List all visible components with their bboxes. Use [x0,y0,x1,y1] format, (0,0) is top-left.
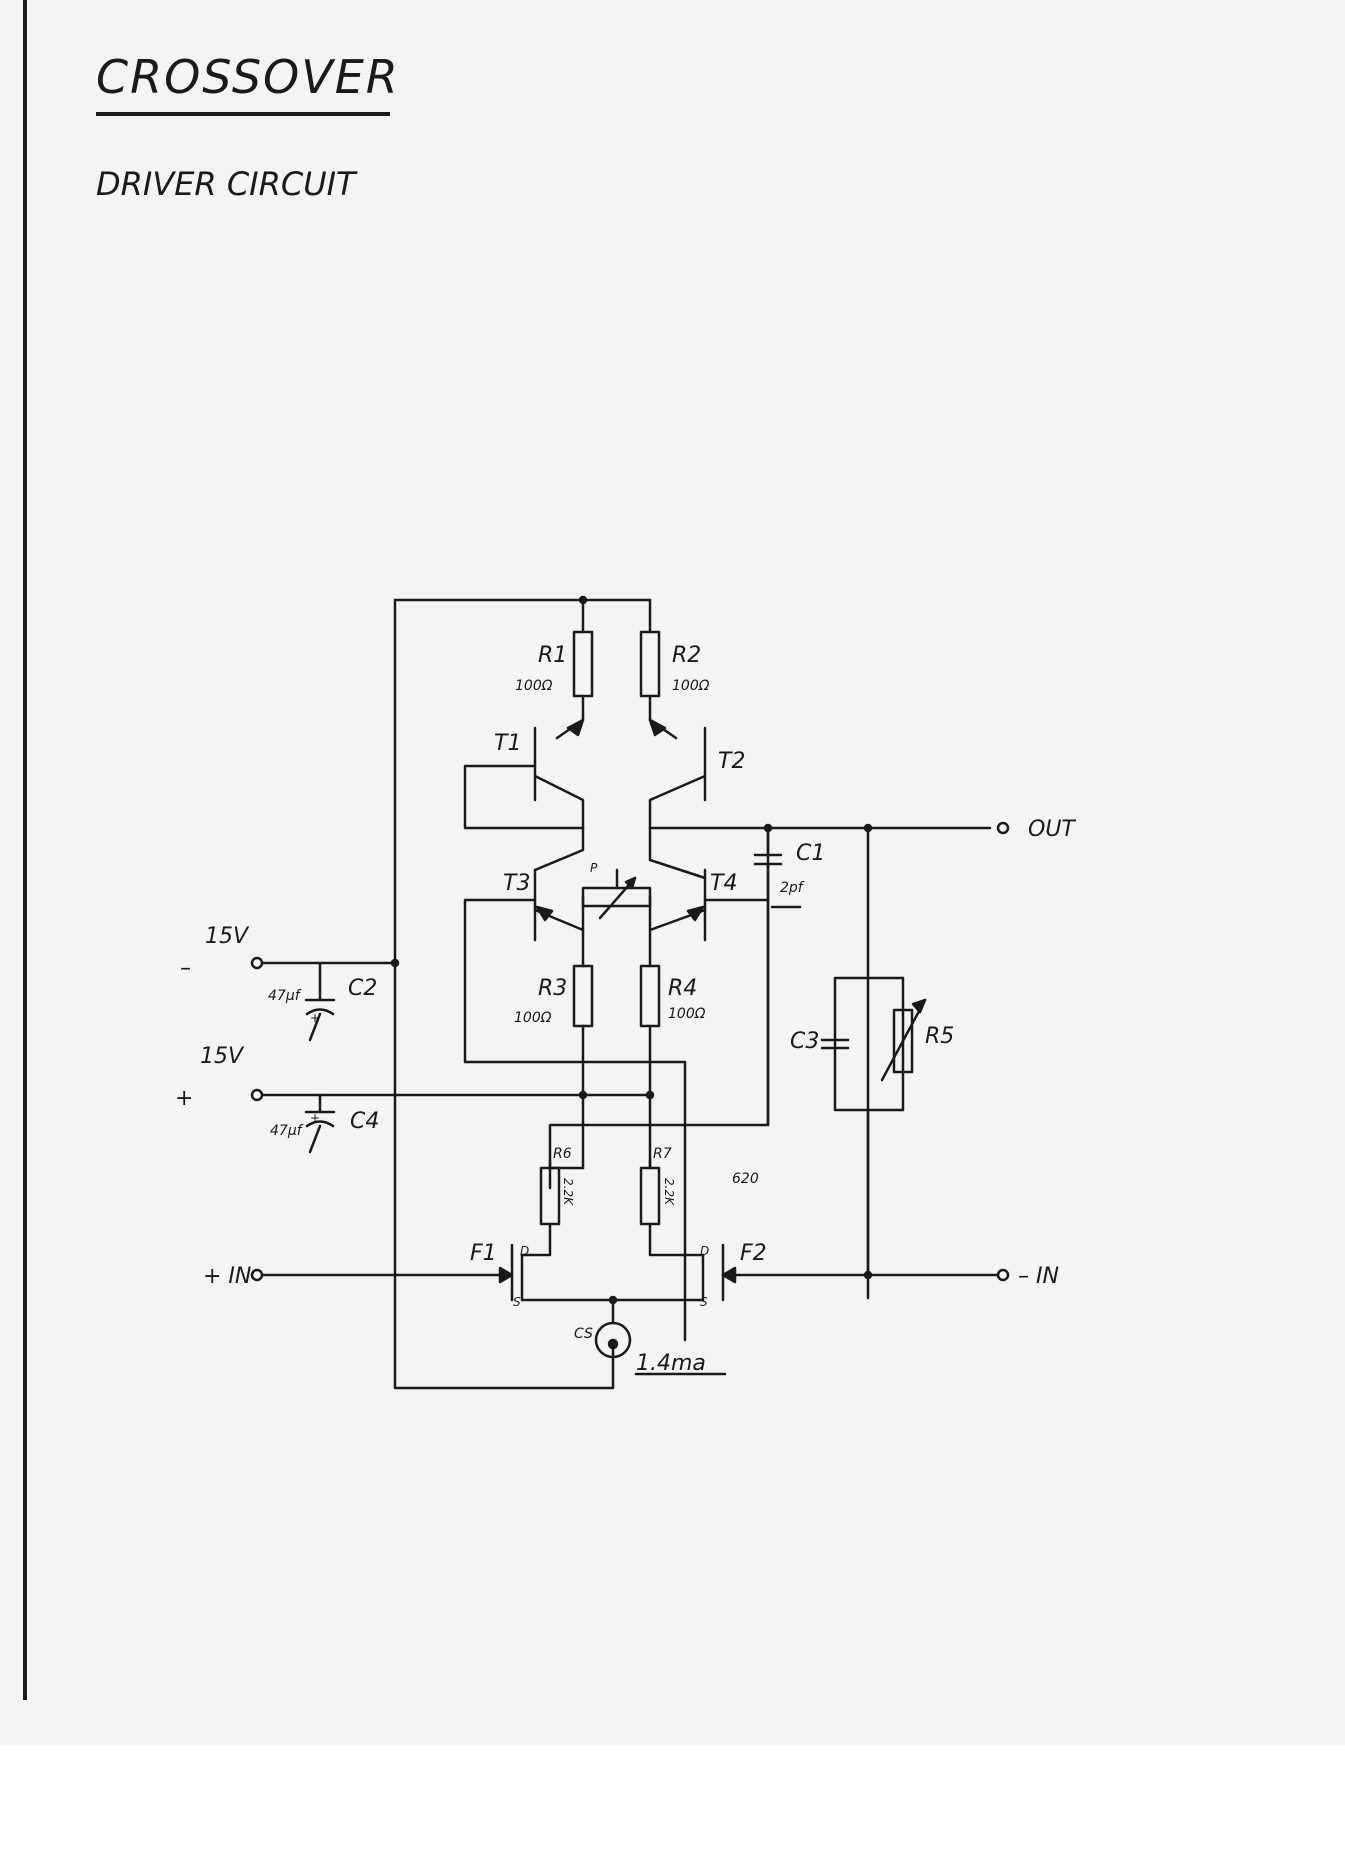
minus-in-label: – IN [1018,1264,1059,1289]
t1-transistor [463,718,585,830]
r3-label: R3 [538,976,567,1001]
paper-sheet [0,0,1345,1745]
f1-fet [250,1222,615,1302]
f1-label: F1 [470,1241,497,1266]
r7-value: 2.2K [662,1178,676,1206]
t3-transistor [463,826,687,1342]
r5-label: R5 [925,1024,954,1049]
t2-label: T2 [718,749,745,774]
r4-label: R4 [668,976,697,1001]
p-label: P [590,861,598,875]
r6-label: R6 [553,1146,572,1162]
c2-capacitor [304,998,336,1042]
junction-dots [390,595,873,1305]
r3-resistor [572,964,594,1028]
plus-in-label: + IN [203,1264,251,1289]
note-620: 620 [732,1171,759,1187]
t4-label: T4 [710,871,737,896]
wire-top-rail [393,598,652,1390]
output-label: OUT [1028,817,1076,842]
page-title: CROSSOVER [96,50,400,104]
f1-source-pin: S [513,1295,521,1309]
supply-neg-rail [260,961,397,1002]
t3-label: T3 [503,871,530,896]
c3-label: C3 [790,1029,819,1054]
f2-fet [611,1222,1002,1302]
supply-pos-sign: + [175,1086,193,1111]
p-potentiometer [581,868,652,932]
r2-value: 100Ω [672,678,710,694]
t2-transistor [648,718,707,830]
f2-source-pin: S [700,1295,708,1309]
c4-label: C4 [350,1109,379,1134]
supply-neg-value: 15V [205,924,250,949]
terminal-circles [250,821,1010,1282]
c4-capacitor [304,1110,336,1154]
supply-pos-rail [260,1093,652,1114]
r2-label: R2 [672,643,701,668]
r4-value: 100Ω [668,1006,706,1022]
c1-capacitor [753,826,783,1127]
r1-value: 100Ω [515,678,553,694]
cs-value: 1.4ma [636,1351,706,1376]
f2-drain-pin: D [700,1244,709,1258]
driver-circuit-schematic: R1 100Ω R2 100Ω T1 T2 T3 T4 P C1 2pf R3 … [175,595,1076,1390]
r7-label: R7 [653,1146,672,1162]
title-underline [96,112,390,116]
r1-label: R1 [538,643,567,668]
supply-neg-sign: – [180,956,191,981]
c1-label: C1 [796,841,825,866]
t1-label: T1 [494,731,521,756]
c3-r5-network [820,976,927,1277]
cs-label: CS [574,1326,593,1342]
cs-current-source [594,1298,727,1376]
r6-value: 2.2K [561,1178,575,1206]
r4-resistor [639,964,661,1028]
r2-resistor [639,630,661,698]
r1-resistor [572,630,594,698]
supply-pos-value: 15V [200,1044,245,1069]
c4-value: 47μf [270,1123,304,1139]
c2-value: 47μf [268,988,302,1004]
r7-resistor [639,1158,661,1226]
c2-plus: + [310,1011,320,1025]
f2-label: F2 [740,1241,767,1266]
c4-plus: + [310,1111,320,1125]
t4-transistor [648,868,770,968]
page-subtitle: DRIVER CIRCUIT [96,165,356,203]
c1-value: 2pf [780,880,805,896]
f1-drain-pin: D [520,1244,529,1258]
c2-label: C2 [348,976,377,1001]
margin-line [23,0,27,1700]
r3-value: 100Ω [514,1010,552,1026]
